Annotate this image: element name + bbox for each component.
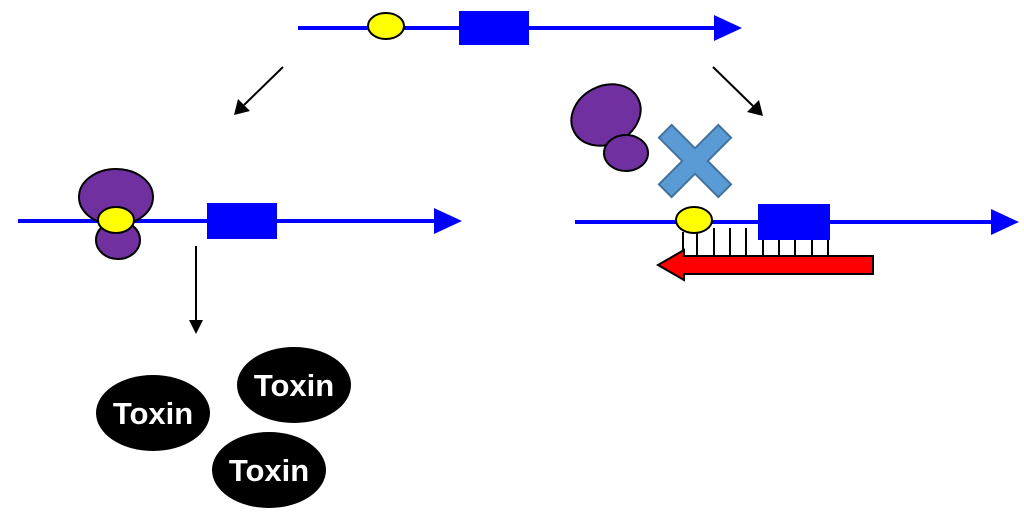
top-dna-arrowhead [714, 15, 742, 41]
left-branch-arrow [234, 66, 284, 115]
right-branch-arrow [712, 66, 763, 116]
toxin-2: Toxin [237, 347, 351, 423]
toxin-3: Toxin [212, 432, 326, 508]
expression-arrowhead [189, 320, 203, 334]
toxin-3-label: Toxin [229, 453, 309, 488]
right-dna-arrowhead [991, 209, 1019, 235]
toxin-1: Toxin [96, 375, 210, 451]
left-dna-construct [18, 168, 462, 260]
right-protein-small [603, 134, 649, 172]
expression-arrow [189, 246, 203, 334]
top-dna-construct [298, 11, 742, 45]
left-promoter [97, 206, 135, 234]
top-promoter [367, 12, 405, 40]
top-gene-box [459, 11, 529, 45]
antisense-rna-arrow [655, 248, 874, 282]
toxin-3-shape [212, 432, 326, 508]
toxin-1-shape [96, 375, 210, 451]
toxin-2-shape [237, 347, 351, 423]
right-gene-box [758, 204, 830, 240]
left-dna-arrowhead [434, 208, 462, 234]
right-branch-arrowhead [747, 100, 763, 116]
base-pairing-ticks [682, 228, 829, 256]
toxin-2-label: Toxin [254, 368, 334, 403]
toxin-1-label: Toxin [113, 396, 193, 431]
right-free-protein [570, 83, 649, 172]
right-promoter [675, 206, 713, 234]
left-gene-box [207, 203, 277, 239]
cross-icon [657, 123, 733, 199]
right-dna-construct [575, 204, 1019, 240]
left-branch-arrowhead [234, 99, 250, 115]
